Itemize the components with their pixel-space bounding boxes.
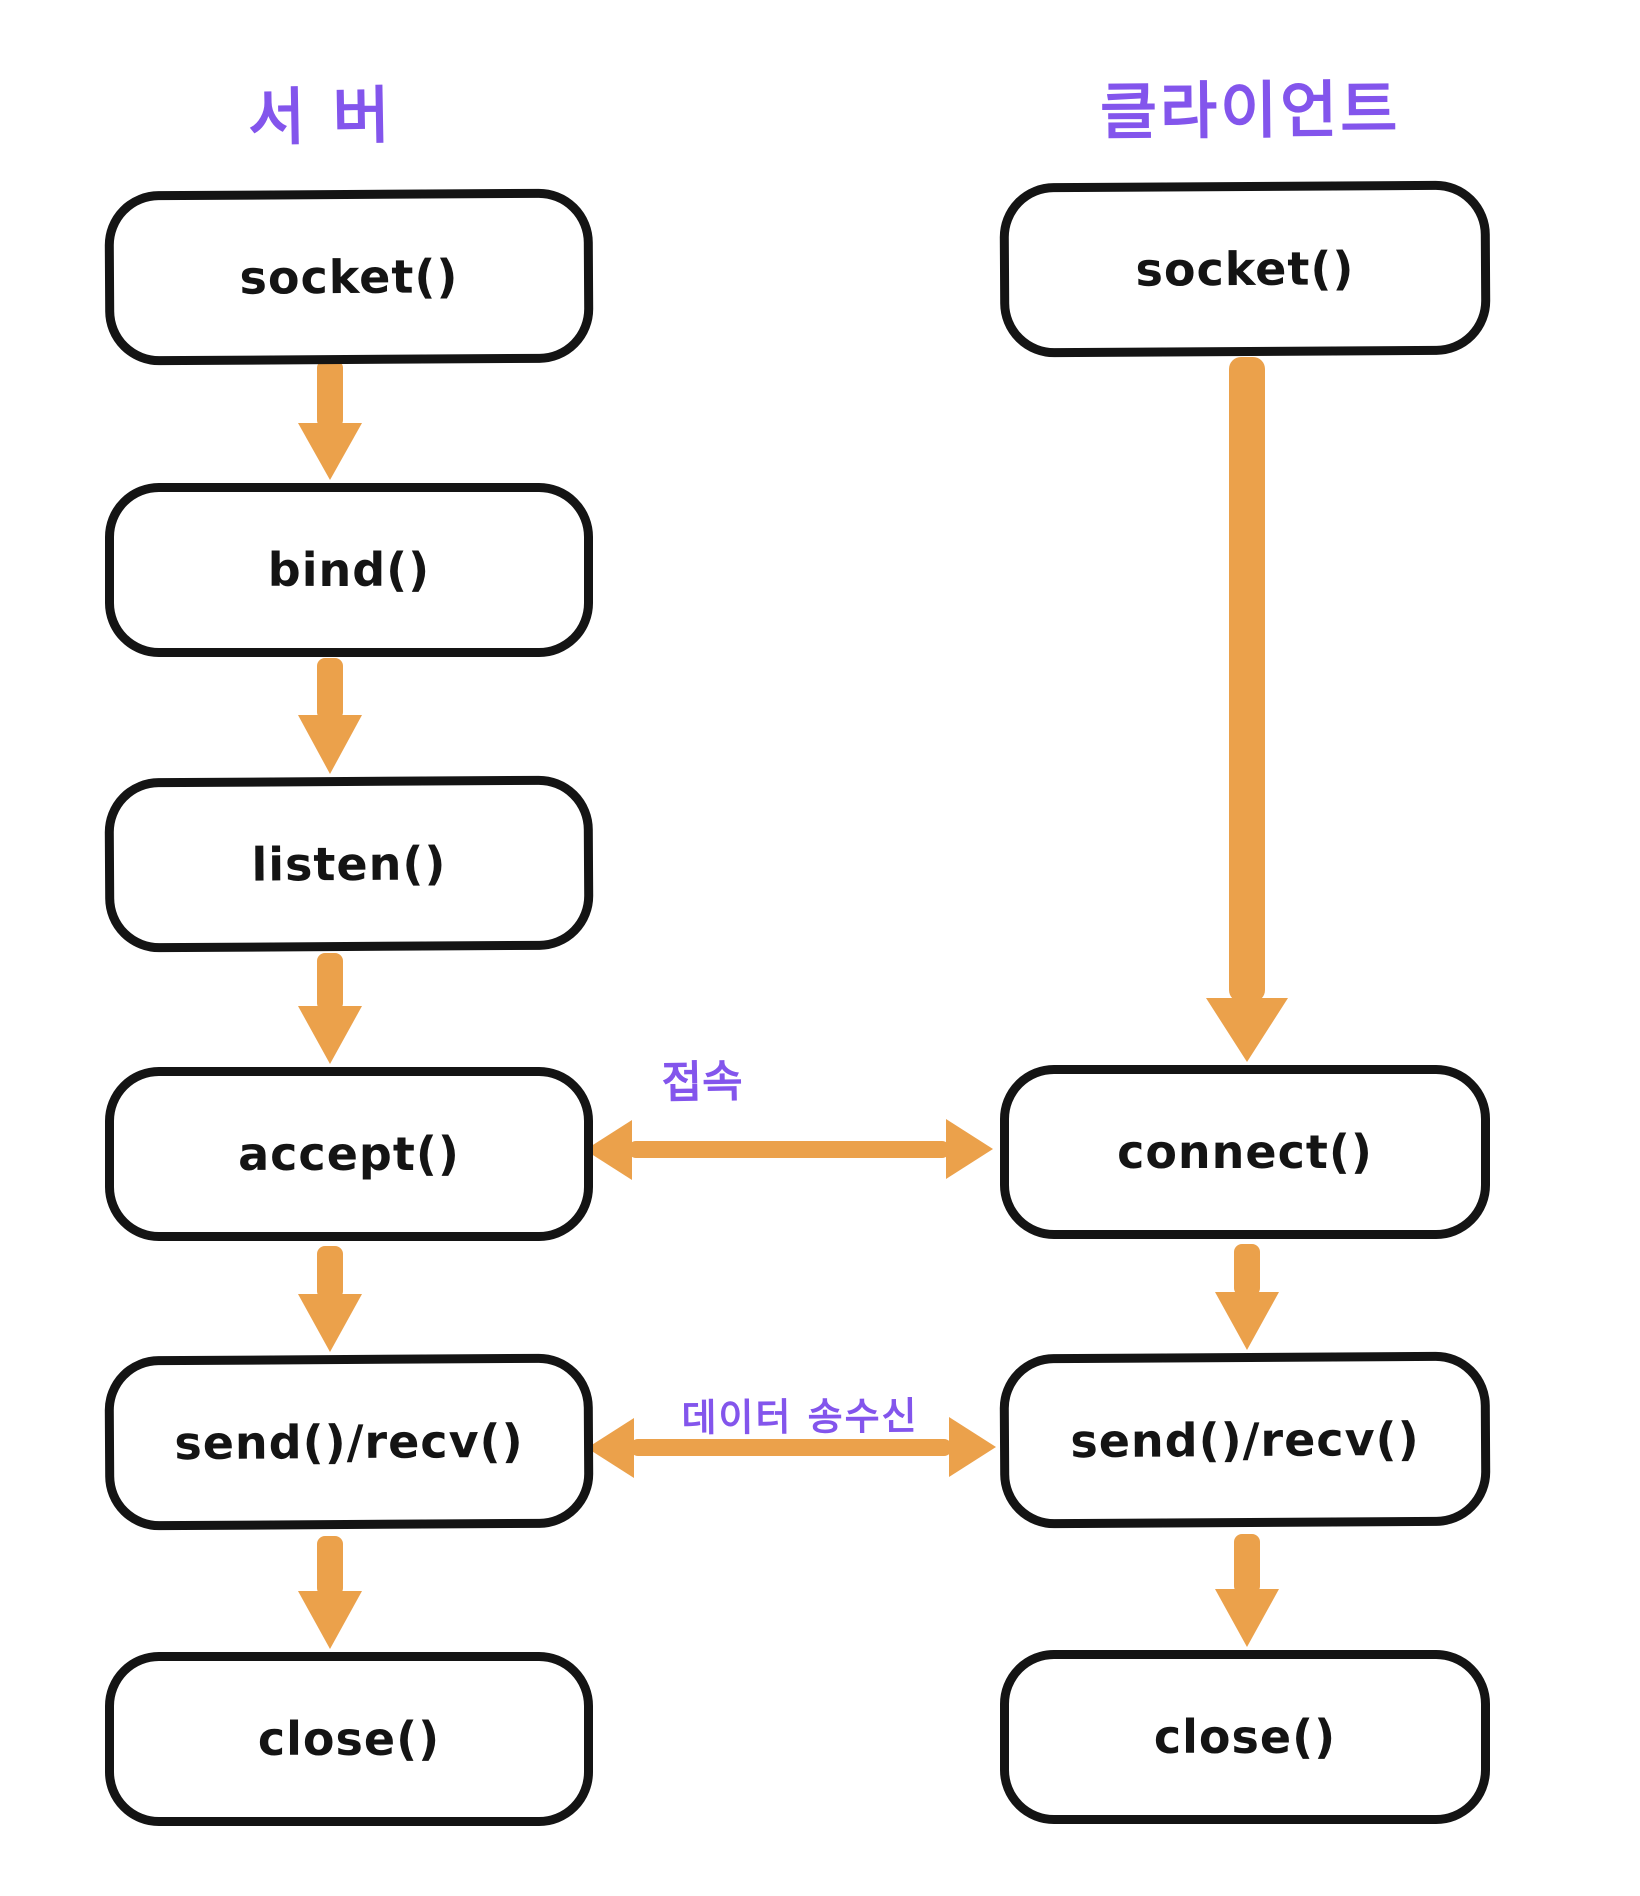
node-client-socket: socket() [999, 180, 1491, 358]
arrow-client-connect-to-send [1215, 1244, 1279, 1350]
node-server-bind: bind() [105, 483, 593, 657]
arrow-client-send-to-close [1215, 1534, 1279, 1647]
server-column-title: 서 버 [247, 78, 394, 155]
client-column-title: 클라이언트 [1099, 72, 1401, 149]
link-label-connect: 접속 [661, 1056, 744, 1109]
node-client-send-recv: send()/recv() [999, 1351, 1491, 1529]
link-label-data-transfer: 데이터 송수신 [681, 1393, 919, 1441]
node-server-send-recv: send()/recv() [104, 1353, 594, 1531]
node-server-socket: socket() [104, 188, 594, 366]
arrow-server-send-to-close [298, 1536, 362, 1649]
arrow-client-socket-to-connect [1206, 357, 1288, 1062]
node-client-close: close() [1000, 1650, 1490, 1824]
arrow-server-accept-to-send [298, 1246, 362, 1352]
node-server-close: close() [105, 1652, 593, 1826]
arrow-server-listen-to-accept [298, 953, 362, 1064]
arrow-server-bind-to-listen [298, 658, 362, 774]
node-server-accept: accept() [105, 1067, 593, 1241]
node-server-listen: listen() [104, 775, 594, 953]
arrow-connect-bidirectional [585, 1119, 993, 1180]
node-client-connect: connect() [1000, 1065, 1490, 1239]
arrow-server-socket-to-bind [298, 360, 362, 480]
